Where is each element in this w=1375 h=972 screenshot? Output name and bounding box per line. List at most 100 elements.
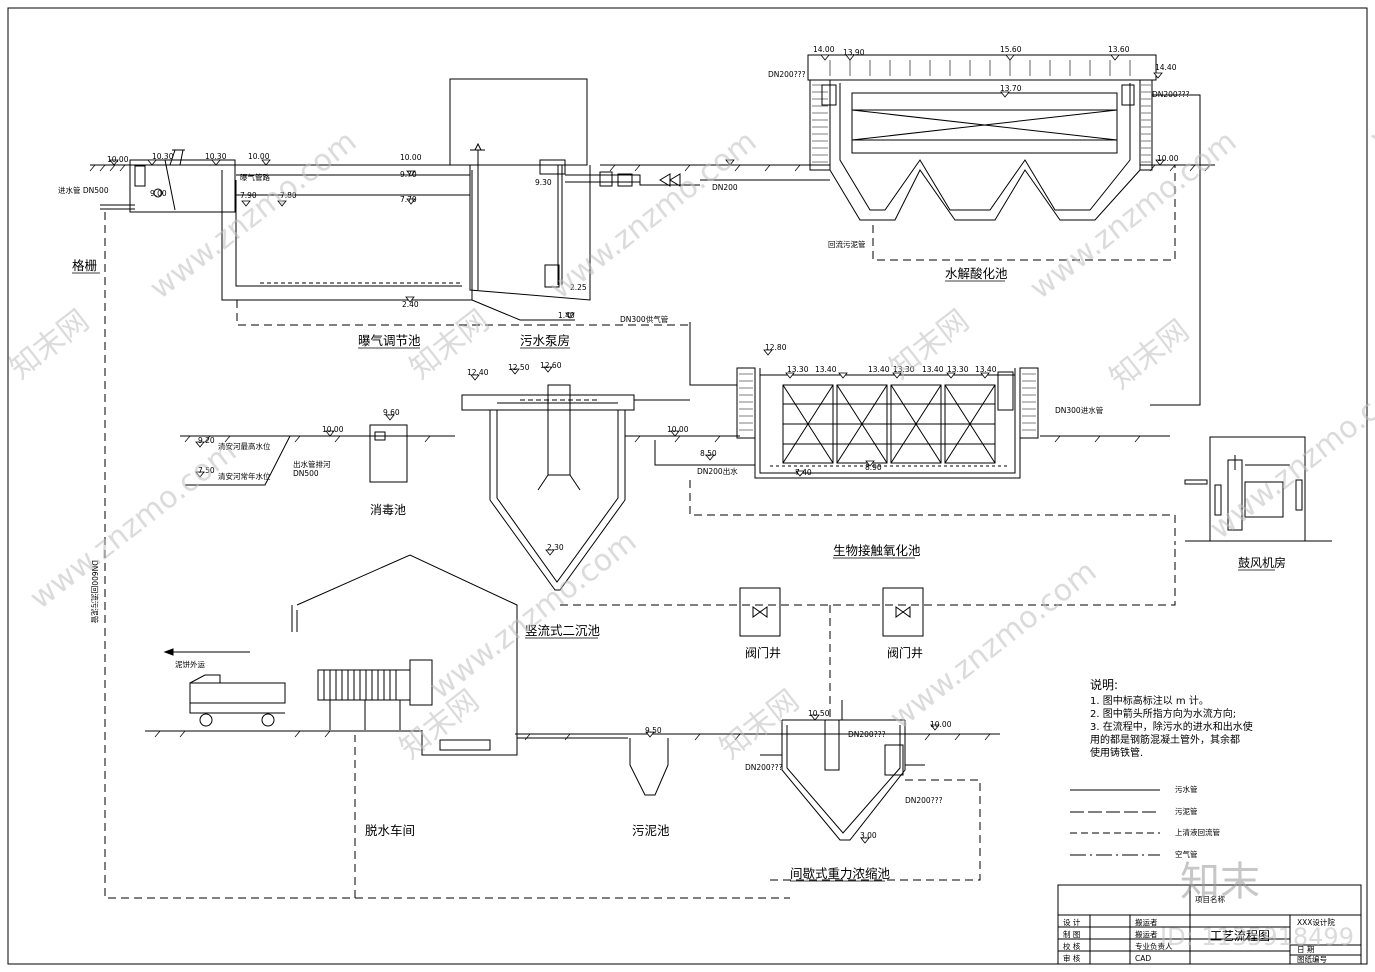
label-hydrolysis: 水解酸化池: [945, 266, 1008, 281]
svg-text:知末网: 知末网: [3, 303, 95, 386]
blower-room: [1184, 436, 1306, 542]
legend-label-1: 污水管: [1175, 784, 1198, 794]
dewatering-house: [291, 554, 518, 756]
notes-line-3: 3. 在流程中，除污水的进水和出水使: [1090, 720, 1253, 733]
title-role-1: 设 计: [1063, 917, 1081, 927]
pipe-return: 回流污泥管: [828, 239, 866, 249]
pipe-dn200-q3: DN200???: [848, 730, 886, 739]
label-blower-room: 鼓风机房: [1238, 555, 1286, 570]
svg-text:1.40: 1.40: [558, 311, 575, 320]
svg-text:13.30: 13.30: [947, 365, 969, 374]
title-number-label: 图纸编号: [1297, 954, 1327, 964]
contact-oxidation-tank: [736, 367, 1039, 479]
svg-text:10.00: 10.00: [1157, 154, 1179, 163]
label-pump-house: 污水泵房: [520, 333, 570, 348]
aeration-tank: [221, 170, 575, 321]
svg-text:9.60: 9.60: [383, 408, 400, 417]
svg-text:14.00: 14.00: [813, 45, 835, 54]
svg-text:13.40: 13.40: [975, 365, 997, 374]
pipe-dn200-out: DN200出水: [697, 466, 738, 476]
svg-text:13.90: 13.90: [843, 48, 865, 57]
drawing-border: [7, 7, 1368, 965]
title-role-4: 审 核: [1063, 953, 1081, 963]
pipe-dn200-q1: DN200???: [768, 70, 806, 79]
sludge-tank: [629, 738, 669, 796]
label-dewatering: 脱水车间: [365, 823, 415, 838]
pipe-inlet: 进水管 DN500: [58, 185, 109, 195]
dashed-pipes: [104, 165, 1176, 899]
svg-text:7.70: 7.70: [400, 195, 417, 204]
svg-text:7.40: 7.40: [795, 468, 812, 477]
label-contact-oxidation: 生物接触氧化池: [833, 543, 921, 558]
label-clarifier: 竖流式二沉池: [525, 623, 601, 638]
label-valve-well-2: 阀门井: [887, 645, 923, 660]
corner-logo: 知末: [1180, 859, 1260, 905]
svg-text:www.znzmo.com: www.znzmo.com: [23, 434, 243, 616]
hydrolysis-hatching: [812, 60, 1151, 163]
svg-text:13.30: 13.30: [893, 365, 915, 374]
thickener: [760, 700, 925, 841]
label-grille: 格栅: [72, 258, 97, 273]
title-name-4: CAD: [1135, 954, 1151, 963]
svg-text:9.50: 9.50: [645, 726, 662, 735]
pipe-dn200-top: DN200: [712, 183, 738, 192]
ground-hatch: [89, 164, 1211, 741]
pipe-dn200-q4: DN200???: [745, 763, 783, 772]
svg-text:13.40: 13.40: [868, 365, 890, 374]
title-project: 项目名称: [1195, 894, 1225, 904]
svg-text:9.70: 9.70: [400, 170, 417, 179]
truck-icon: [189, 674, 286, 727]
title-name-2: 搬运者: [1135, 929, 1158, 939]
svg-text:2.40: 2.40: [402, 300, 419, 309]
title-role-3: 校 核: [1063, 941, 1081, 951]
label-thickener: 间歇式重力浓缩池: [790, 866, 891, 881]
legend-label-4: 空气管: [1175, 849, 1198, 859]
elevation-labels: 10.00 10.30 10.30 10.00 9.00 7.90 7.80 1…: [107, 45, 1179, 840]
pump-house: [449, 78, 700, 301]
svg-text:10.00: 10.00: [322, 425, 344, 434]
svg-text:13.40: 13.40: [815, 365, 837, 374]
vertical-clarifier: [461, 384, 635, 591]
svg-text:10.30: 10.30: [152, 152, 174, 161]
svg-text:8.90: 8.90: [865, 463, 882, 472]
title-name-1: 搬运者: [1135, 917, 1158, 927]
notes-line-1: 1. 图中标高标注以 m 计。: [1090, 694, 1209, 707]
grille-unit: [100, 149, 236, 213]
svg-text:知末网: 知末网: [713, 683, 805, 766]
river-high-level: 清安河最高水位: [218, 441, 271, 451]
pipe-air: 曝气管路: [240, 172, 270, 182]
pipe-outlet: 出水管排河: [293, 459, 331, 469]
svg-text:2.30: 2.30: [547, 543, 564, 552]
pipe-dn200-q5: DN200???: [905, 796, 943, 805]
svg-text:10.00: 10.00: [248, 152, 270, 161]
label-aeration-tank: 曝气调节池: [358, 333, 421, 348]
title-name-3: 专业负责人: [1135, 941, 1173, 951]
svg-text:www.znzmo.com: www.znzmo.com: [423, 524, 643, 706]
watermarks: www.znzmo.com 知末网 www.znzmo.com 知末网 www.…: [3, 0, 1375, 766]
contact-hatching: [739, 373, 1036, 431]
notes: 说明: 1. 图中标高标注以 m 计。 2. 图中箭头所指方向为水流方向; 3.…: [1090, 677, 1253, 759]
label-valve-well-1: 阀门井: [745, 645, 781, 660]
svg-text:10.00: 10.00: [667, 425, 689, 434]
svg-text:9.20: 9.20: [198, 436, 215, 445]
svg-text:10.00: 10.00: [107, 155, 129, 164]
valve-wells: [739, 587, 924, 637]
svg-text:www.znzmo.com: www.znzmo.com: [1203, 364, 1375, 546]
svg-text:12.60: 12.60: [540, 361, 562, 370]
svg-text:12.50: 12.50: [508, 363, 530, 372]
svg-text:2.25: 2.25: [570, 283, 587, 292]
legend-label-2: 污泥管: [1175, 806, 1198, 816]
pipe-network: [517, 94, 1201, 739]
svg-text:9.00: 9.00: [150, 189, 167, 198]
svg-text:13.70: 13.70: [1000, 84, 1022, 93]
notes-line-4: 用的都是钢筋混凝土管外，其余都: [1090, 733, 1240, 746]
hydrolysis-tank: [807, 54, 1157, 221]
svg-text:www.znzmo.com: www.znzmo.com: [543, 124, 763, 306]
title-block: [1057, 884, 1362, 965]
title-drawing-name: 工艺流程图: [1210, 928, 1270, 943]
legend: [1070, 789, 1160, 856]
svg-text:13.40: 13.40: [922, 365, 944, 374]
disinfection-tank: [185, 424, 440, 486]
level-markers: [109, 54, 1165, 844]
